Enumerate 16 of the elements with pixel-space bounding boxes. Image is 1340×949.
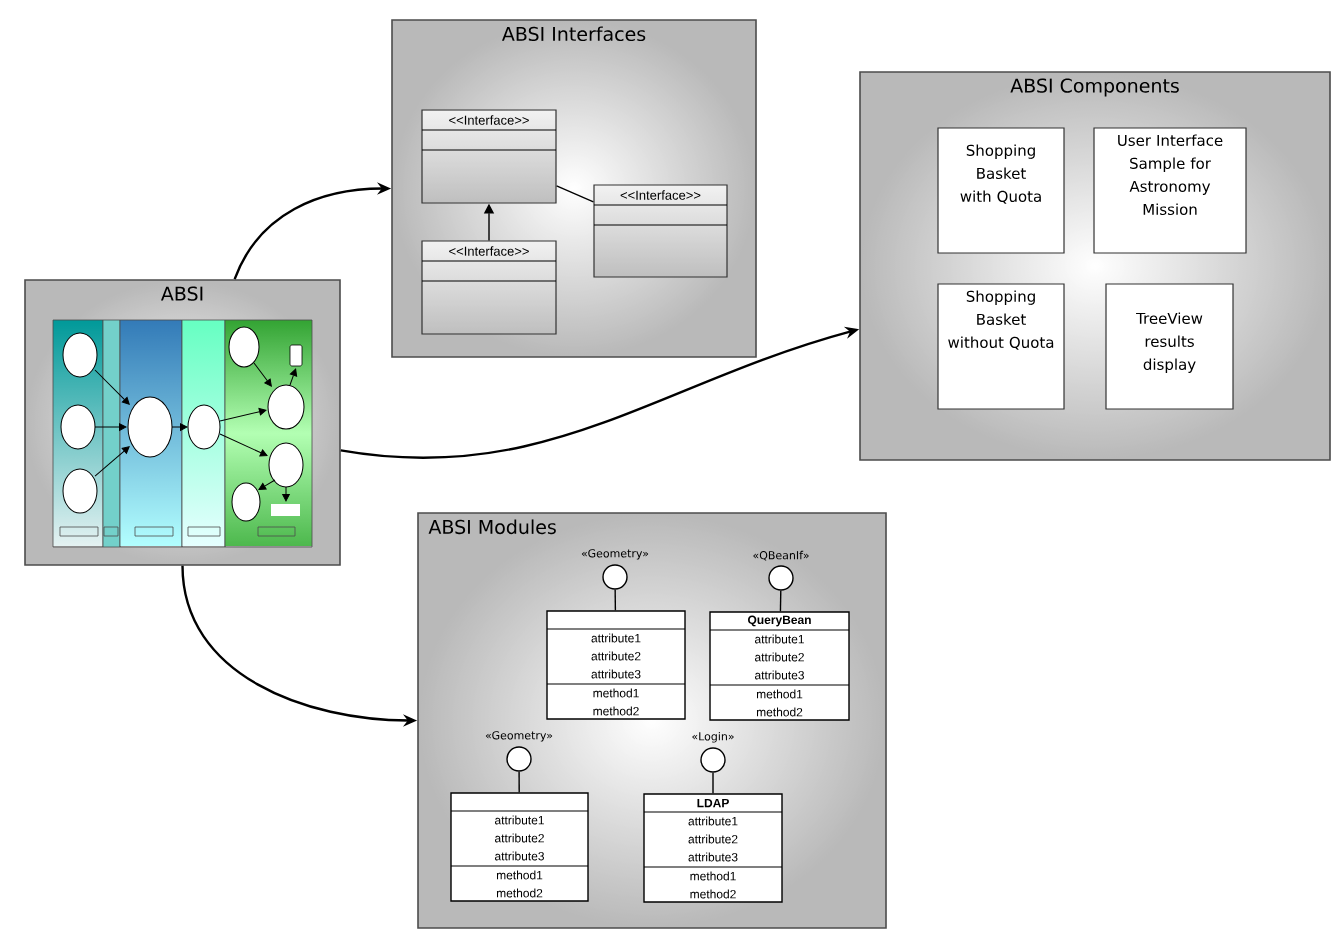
- class-box: attribute1 attribute2 attribute3 method1 method2: [546, 610, 686, 720]
- stereotype-label: «Geometry»: [485, 731, 553, 742]
- interface-box: <<Interface>>: [421, 109, 557, 204]
- component-box: Shopping Basket without Quota: [937, 283, 1065, 410]
- component-box: User Interface Sample for Astronomy Mission: [1093, 127, 1247, 254]
- stereotype-label: «QBeanIf»: [753, 550, 809, 561]
- stereotype-label: «Geometry»: [581, 549, 649, 560]
- class-box: attribute1 attribute2 attribute3 method1 method2: [450, 792, 589, 902]
- component-box: Shopping Basket with Quota: [937, 127, 1065, 254]
- interface-box: <<Interface>>: [421, 240, 557, 335]
- stereotype-label: «Login»: [692, 731, 734, 743]
- interface-box: <<Interface>>: [593, 184, 728, 278]
- panel: ABSI: [24, 279, 341, 566]
- class-box: QueryBean attribute1 attribute2 attribute3 method1 method2: [709, 611, 850, 721]
- class-box: LDAP attribute1 attribute2 attribute3 method1 method2: [643, 793, 783, 903]
- component-box: TreeView results display: [1105, 283, 1234, 410]
